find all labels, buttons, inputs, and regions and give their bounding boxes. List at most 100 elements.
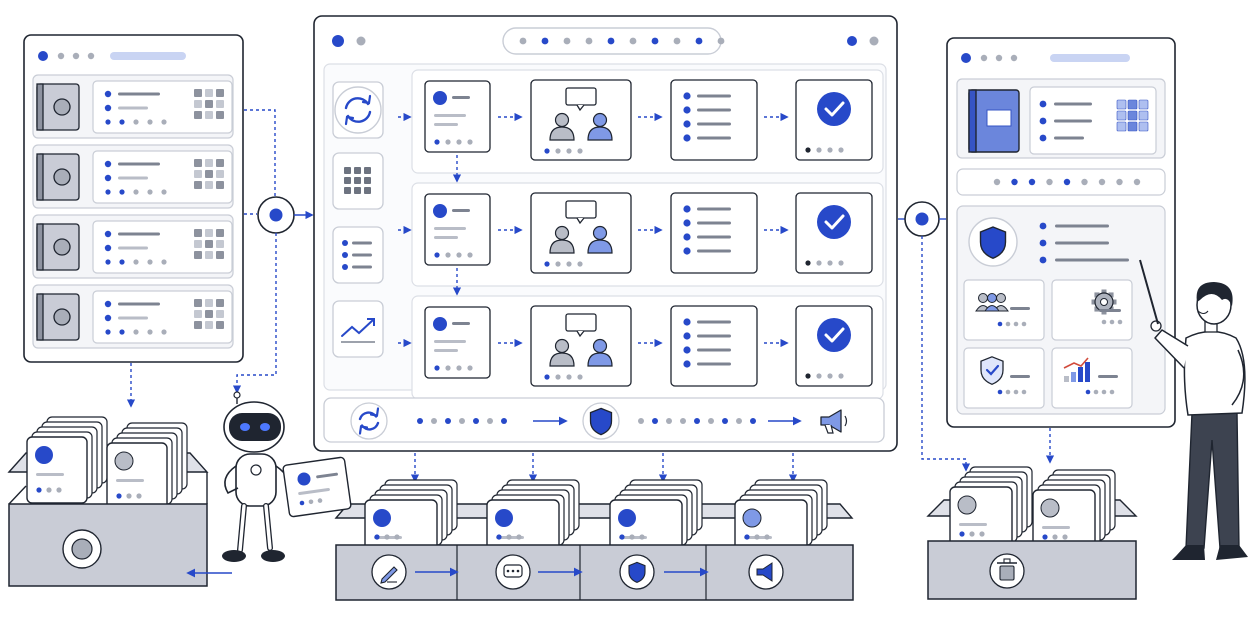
megaphone-shape [756, 562, 773, 582]
person-torso [1183, 330, 1246, 416]
person-hair [1196, 282, 1233, 306]
chat-icon [503, 564, 523, 578]
robot-arm [224, 465, 239, 495]
person-shoe [1216, 545, 1248, 560]
right-panel [946, 37, 1176, 428]
pointer-stick [1139, 259, 1159, 325]
robot-visor [229, 413, 281, 441]
trend-chart-icon [341, 318, 375, 343]
pencil-icon [380, 566, 398, 584]
left-bin [7, 416, 232, 587]
profile-card [424, 80, 491, 153]
person-legs [1185, 412, 1240, 549]
card-bins [7, 416, 1138, 601]
stacked-card [486, 499, 560, 551]
profile-card [424, 306, 491, 379]
approval-card [795, 79, 873, 161]
users-icon [975, 293, 1009, 312]
bar-chart-icon [1063, 357, 1090, 382]
speech-bubble-icon [565, 200, 597, 219]
person-arm [1231, 349, 1245, 406]
feature-tile [963, 279, 1045, 341]
person-arm [1154, 329, 1189, 369]
document-icon [36, 223, 80, 271]
grid-icon [194, 229, 224, 259]
person-icon [592, 225, 608, 241]
stacked-card [364, 499, 438, 551]
person-shoe [1172, 545, 1205, 560]
left-row [32, 284, 234, 349]
megaphone-icon [756, 562, 773, 582]
stage-tile [332, 152, 384, 210]
robot-assistant [222, 391, 352, 562]
connector-left-to-hub [126, 109, 314, 408]
person-icon [554, 338, 570, 354]
stage-tile [332, 81, 384, 139]
process-row [398, 69, 884, 183]
left-row [32, 144, 234, 209]
speech-bubble-icon [565, 87, 597, 106]
center-bin [334, 479, 854, 601]
feature-tile [1051, 347, 1133, 409]
grid-icon [194, 89, 224, 119]
robot-foot [261, 550, 285, 562]
document-icon [36, 293, 80, 341]
robot-foot [222, 550, 246, 562]
center-panel [313, 15, 898, 483]
process-row [398, 182, 884, 296]
left-row [32, 74, 234, 139]
profile-card [424, 193, 491, 266]
person-icon [554, 112, 570, 128]
stage-tile [332, 300, 384, 358]
shield-icon [628, 561, 646, 583]
checklist-card [670, 305, 758, 387]
list-icon [342, 240, 372, 270]
checklist-card [670, 192, 758, 274]
stacked-card [106, 442, 168, 510]
speech-bubble-icon [565, 313, 597, 332]
left-row [32, 214, 234, 279]
checkmark-icon [817, 205, 851, 239]
shield-icon [589, 407, 613, 436]
trash-icon [997, 558, 1017, 581]
stacked-card [734, 499, 808, 551]
person-hand [1150, 320, 1162, 332]
checklist-card [670, 79, 758, 161]
feature-tile [1051, 279, 1133, 341]
connector-center-to-right [898, 201, 1055, 472]
stage-tile [332, 226, 384, 284]
refresh-icon [358, 407, 380, 435]
person-icon [592, 338, 608, 354]
person-icon [592, 112, 608, 128]
book-icon [968, 89, 1020, 153]
checkmark-icon [817, 92, 851, 126]
held-card [282, 456, 352, 518]
person-icon [554, 225, 570, 241]
stacked-card [609, 499, 683, 551]
team-discussion-card [530, 305, 632, 387]
record-icon [71, 538, 93, 560]
grid-icon [194, 159, 224, 189]
process-row [398, 295, 884, 400]
document-icon [36, 153, 80, 201]
shield-icon [979, 226, 1007, 260]
approval-card [795, 192, 873, 274]
team-discussion-card [530, 79, 632, 161]
megaphone-icon [820, 409, 848, 434]
shield-check-icon [980, 356, 1004, 386]
right-bin [926, 466, 1138, 600]
progress-dots-bar [956, 168, 1166, 196]
document-icon [36, 83, 80, 131]
stacked-card [26, 436, 88, 504]
stacked-card [1032, 489, 1096, 551]
grid-icon [344, 167, 371, 194]
checkmark-icon [817, 318, 851, 352]
refresh-icon [344, 94, 372, 126]
approval-card [795, 305, 873, 387]
robot-body [235, 453, 277, 507]
team-discussion-card [530, 192, 632, 274]
grid-icon [194, 299, 224, 329]
stacked-card [949, 486, 1013, 548]
